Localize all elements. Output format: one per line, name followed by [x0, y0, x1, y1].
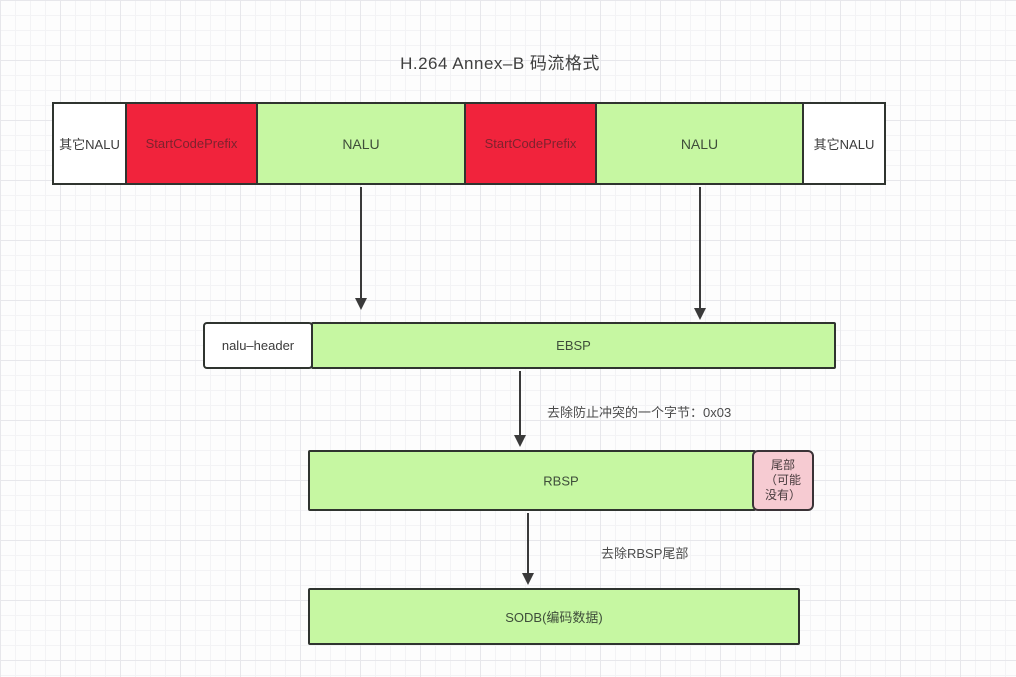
remove-rbsp-trailing-note: 去除RBSP尾部 — [601, 546, 689, 561]
rbsp-trailing-box: 尾部 （可能 没有） — [752, 450, 814, 511]
tail-line: （可能 — [764, 473, 801, 487]
other-nalu-box-right: 其它NALU — [802, 102, 886, 185]
sodb-label: SODB(编码数据) — [505, 610, 603, 625]
arrow-down-icon — [522, 573, 534, 585]
nalu-box-2: NALU — [595, 102, 804, 185]
tail-line: 尾部 — [770, 458, 795, 472]
arrow-rbsp-to-sodb-line — [527, 513, 529, 573]
diagram-title: H.264 Annex–B 码流格式 — [400, 54, 600, 73]
start-code-prefix-label: StartCodePrefix — [145, 136, 238, 151]
rbsp-label: RBSP — [543, 473, 579, 488]
arrow-down-icon — [514, 435, 526, 447]
ebsp-label: EBSP — [556, 338, 591, 353]
arrow-nalu2-to-ebsp-line — [699, 187, 701, 308]
arrow-ebsp-to-rbsp-line — [519, 371, 521, 435]
start-code-prefix-box-2: StartCodePrefix — [464, 102, 597, 185]
rbsp-row: 尾部 （可能 没有） RBSP — [308, 450, 814, 511]
nalu-box-1: NALU — [256, 102, 466, 185]
other-nalu-box-left: 其它NALU — [52, 102, 127, 185]
rbsp-box — [308, 450, 756, 511]
remove-emulation-byte-note: 去除防止冲突的一个字节：0x03 — [547, 405, 732, 420]
nalu-header-label: nalu–header — [221, 338, 295, 353]
start-code-prefix-label: StartCodePrefix — [484, 136, 577, 151]
other-nalu-label: 其它NALU — [59, 137, 120, 152]
arrow-nalu1-to-ebsp-line — [360, 187, 362, 298]
nalu-label: NALU — [680, 135, 719, 152]
other-nalu-label: 其它NALU — [813, 137, 875, 152]
arrow-down-icon — [355, 298, 367, 310]
tail-line: 没有） — [764, 488, 801, 502]
byte-stream-row: 其它NALU StartCodePrefix NALU StartCodePre… — [52, 102, 886, 185]
nalu-label: NALU — [342, 135, 380, 152]
sodb-box: SODB(编码数据) — [308, 588, 800, 645]
start-code-prefix-box-1: StartCodePrefix — [125, 102, 258, 185]
ebsp-box: EBSP — [311, 322, 836, 369]
nalu-header-box: nalu–header — [203, 322, 313, 369]
arrow-down-icon — [694, 308, 706, 320]
